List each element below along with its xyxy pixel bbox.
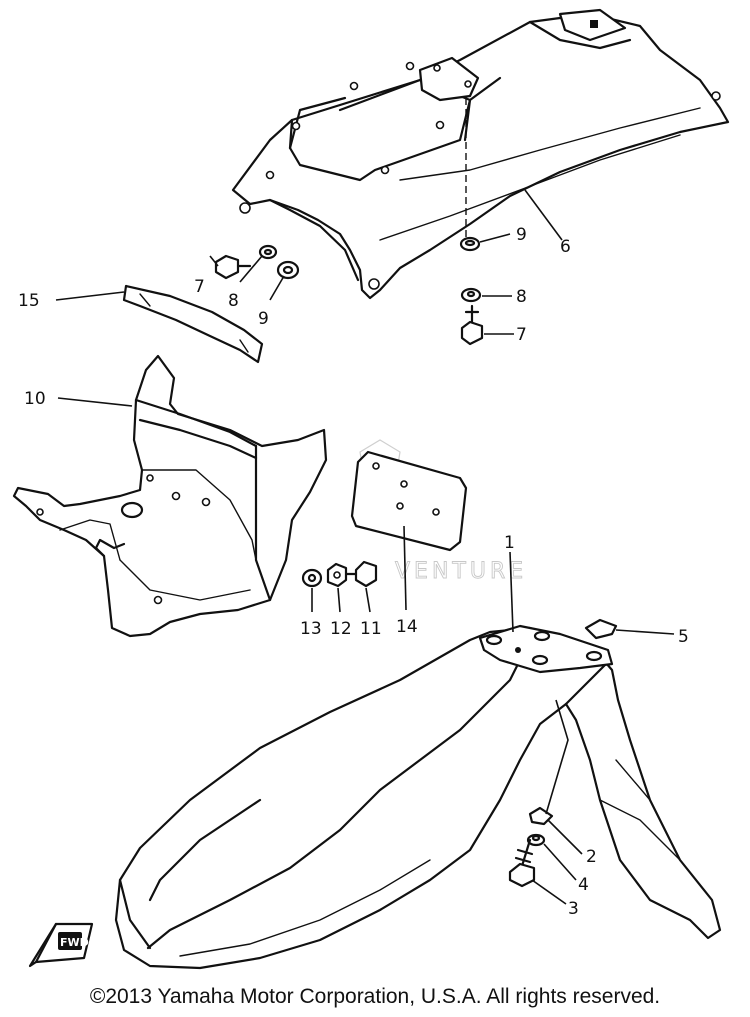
fwd-arrow-icon: FWD [28, 922, 94, 968]
callout-1: 1 [504, 533, 515, 553]
washer-left [258, 244, 278, 260]
callout-5: 5 [678, 627, 689, 647]
watermark-text: VENTURE [395, 559, 527, 584]
fwd-label: FWD [60, 936, 89, 949]
callout-12: 12 [330, 619, 352, 639]
callout-10: 10 [24, 389, 46, 409]
washer-right [460, 287, 482, 303]
nut-5 [584, 618, 618, 640]
callout-13: 13 [300, 619, 322, 639]
spacer-right [459, 236, 481, 252]
callout-8-left: 8 [228, 291, 239, 311]
callout-2: 2 [586, 847, 597, 867]
rear-fender [231, 8, 730, 300]
callout-7-left: 7 [194, 277, 205, 297]
callout-7-right: 7 [516, 325, 527, 345]
callout-6: 6 [560, 237, 571, 257]
bolt-right [460, 304, 484, 346]
washer-4 [526, 833, 546, 847]
washer-13 [301, 568, 323, 588]
copyright-notice: ©2013 Yamaha Motor Corporation, U.S.A. A… [89, 985, 661, 1008]
callout-14: 14 [396, 617, 418, 637]
callout-11: 11 [360, 619, 382, 639]
bolt-11 [342, 560, 378, 588]
front-fender [114, 624, 722, 970]
nut-12 [326, 562, 348, 588]
callout-15: 15 [18, 291, 40, 311]
plate-bracket [350, 450, 468, 552]
callout-3: 3 [568, 899, 579, 919]
bolt-3 [508, 838, 536, 888]
rear-flap [12, 354, 328, 638]
callout-8-right: 8 [516, 287, 527, 307]
bolt-left [214, 254, 252, 280]
callout-9-left: 9 [258, 309, 269, 329]
callout-9-right: 9 [516, 225, 527, 245]
rear-strap [122, 284, 264, 364]
callout-4: 4 [578, 875, 589, 895]
spacer-left [276, 260, 300, 280]
